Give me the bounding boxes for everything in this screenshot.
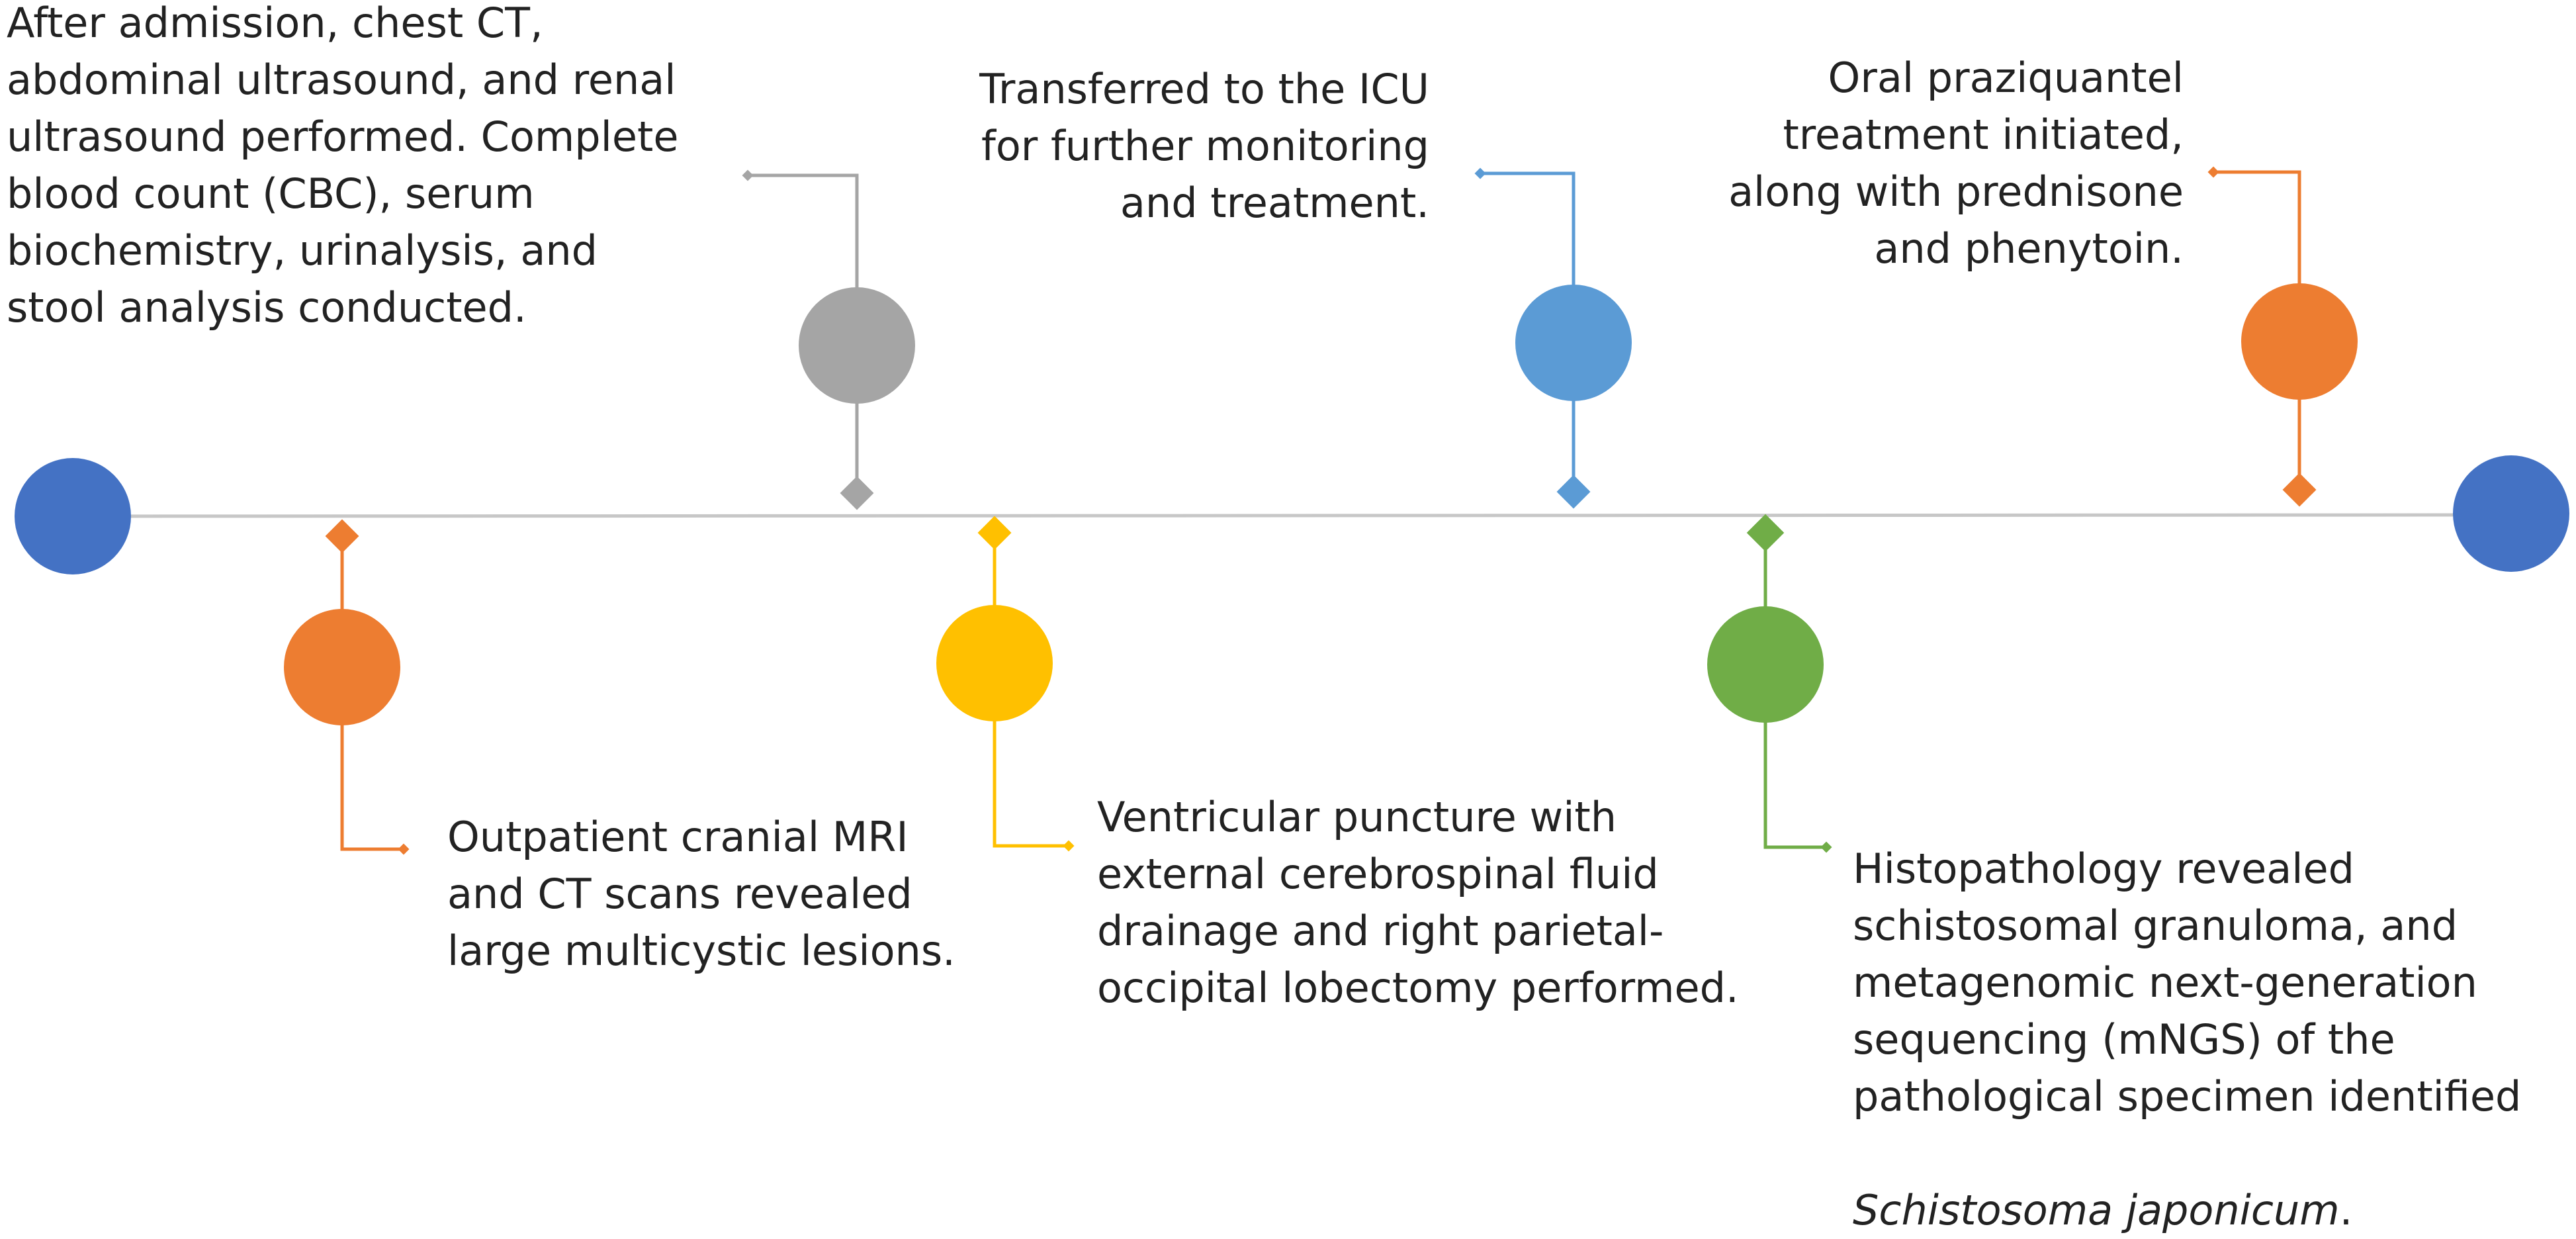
mri-node — [284, 609, 400, 725]
histopathology-connector-end — [1820, 841, 1832, 853]
puncture-connector-end — [1063, 840, 1075, 852]
mri-label: Outpatient cranial MRI and CT scans reve… — [447, 813, 955, 975]
praziquantel-label: Oral praziquantel treatment initiated, a… — [1728, 54, 2184, 273]
admission-node — [799, 287, 915, 404]
histopathology-label-period: . — [2339, 1186, 2353, 1234]
icu-label: Transferred to the ICU for further monit… — [979, 65, 1429, 227]
histopathology-label: Histopathology revealed schistosomal gra… — [1853, 784, 2567, 1239]
timeline-diagram: After admission, chest CT, abdominal ult… — [7, 0, 2569, 1234]
puncture-node — [936, 605, 1053, 721]
histopathology-label-text: Histopathology revealed schistosomal gra… — [1853, 845, 2522, 1121]
histopathology-label-organism: Schistosoma japonicum — [1853, 1186, 2340, 1234]
timeline-start-node — [15, 458, 131, 574]
puncture-axis-marker — [977, 516, 1012, 550]
praziquantel-node — [2241, 283, 2358, 400]
praziquantel-axis-marker — [2282, 473, 2317, 507]
histopathology-axis-marker — [1746, 514, 1785, 552]
admission-label: After admission, chest CT, abdominal ult… — [7, 0, 679, 332]
icu-axis-marker — [1556, 475, 1591, 509]
praziquantel-connector-end — [2207, 166, 2219, 178]
timeline-axis — [72, 513, 2456, 518]
icu-connector-end — [1474, 167, 1486, 179]
admission-axis-marker — [840, 476, 874, 510]
icu-node — [1515, 285, 1632, 401]
mri-connector-end — [398, 843, 410, 855]
histopathology-node — [1707, 606, 1824, 723]
timeline-graphics — [15, 166, 2569, 855]
mri-axis-marker — [325, 519, 359, 553]
timeline-end-node — [2453, 455, 2569, 572]
puncture-label: Ventricular puncture with external cereb… — [1097, 793, 1739, 1012]
